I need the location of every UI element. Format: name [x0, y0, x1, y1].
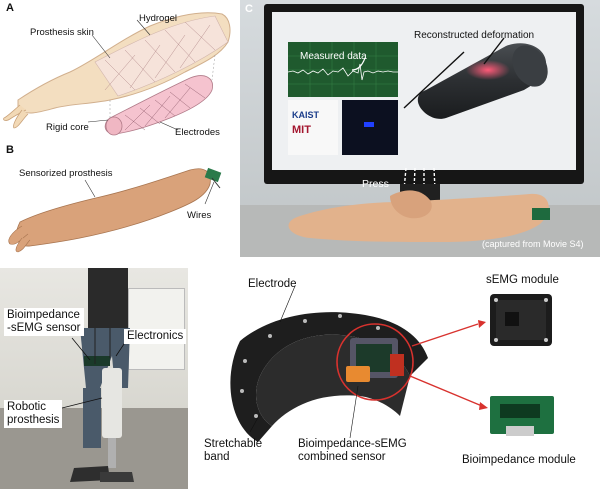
label-hydrogel: Hydrogel — [139, 13, 178, 24]
label-sensorized-prosthesis: Sensorized prosthesis — [19, 168, 113, 179]
panel-a-illustration — [3, 12, 231, 136]
label-reconstructed-deformation: Reconstructed deformation — [414, 30, 535, 41]
label-bioimpedance-semg-sensor: Bioimpedance -sEMG sensor — [4, 308, 84, 336]
panel-e-illustration — [230, 285, 554, 442]
label-stretchable-band: Stretchable band — [204, 438, 263, 463]
label-semg-module: sEMG module — [486, 274, 559, 286]
sidebar-panel — [288, 100, 338, 155]
secondary-view — [342, 100, 398, 155]
label-wires: Wires — [187, 210, 212, 221]
panel-d: Bioimpedance -sEMG sensor Electronics Ro… — [0, 268, 188, 489]
panel-b-illustration — [8, 167, 222, 253]
panel-c-letter: C — [245, 3, 253, 15]
panel-b-letter: B — [6, 144, 14, 156]
label-rigid-core: Rigid core — [46, 122, 89, 133]
label-press: Press — [362, 178, 389, 190]
panel-c: KAIST MIT — [240, 0, 600, 257]
label-combined-sensor: Bioimpedance-sEMG combined sensor — [298, 438, 407, 463]
reconstructed-cylinder — [417, 43, 548, 119]
label-electrode: Electrode — [248, 278, 297, 290]
measured-data-graph — [288, 42, 398, 97]
label-electronics: Electronics — [124, 329, 187, 344]
label-robotic-prosthesis: Robotic prosthesis — [4, 400, 63, 428]
label-bioimpedance-module: Bioimpedance module — [462, 454, 576, 466]
panel-e: Electrode sEMG module Stretchable band B… — [200, 266, 600, 489]
panel-b: B Sensorized prosthesis Wires — [0, 142, 240, 257]
person-silhouette — [61, 268, 134, 482]
label-prosthesis-skin: Prosthesis skin — [30, 27, 94, 38]
logo-mit: MIT — [292, 124, 311, 136]
label-caption: (captured from Movie S4) — [482, 239, 584, 249]
panel-a: A Hydrogel Prosthesis skin Rigid core El… — [0, 0, 235, 140]
label-electrodes: Electrodes — [175, 127, 220, 138]
label-measured-data: Measured data — [300, 51, 367, 62]
logo-kaist: KAIST — [292, 110, 319, 120]
panel-a-letter: A — [6, 2, 14, 14]
panel-c-arm — [288, 190, 550, 242]
